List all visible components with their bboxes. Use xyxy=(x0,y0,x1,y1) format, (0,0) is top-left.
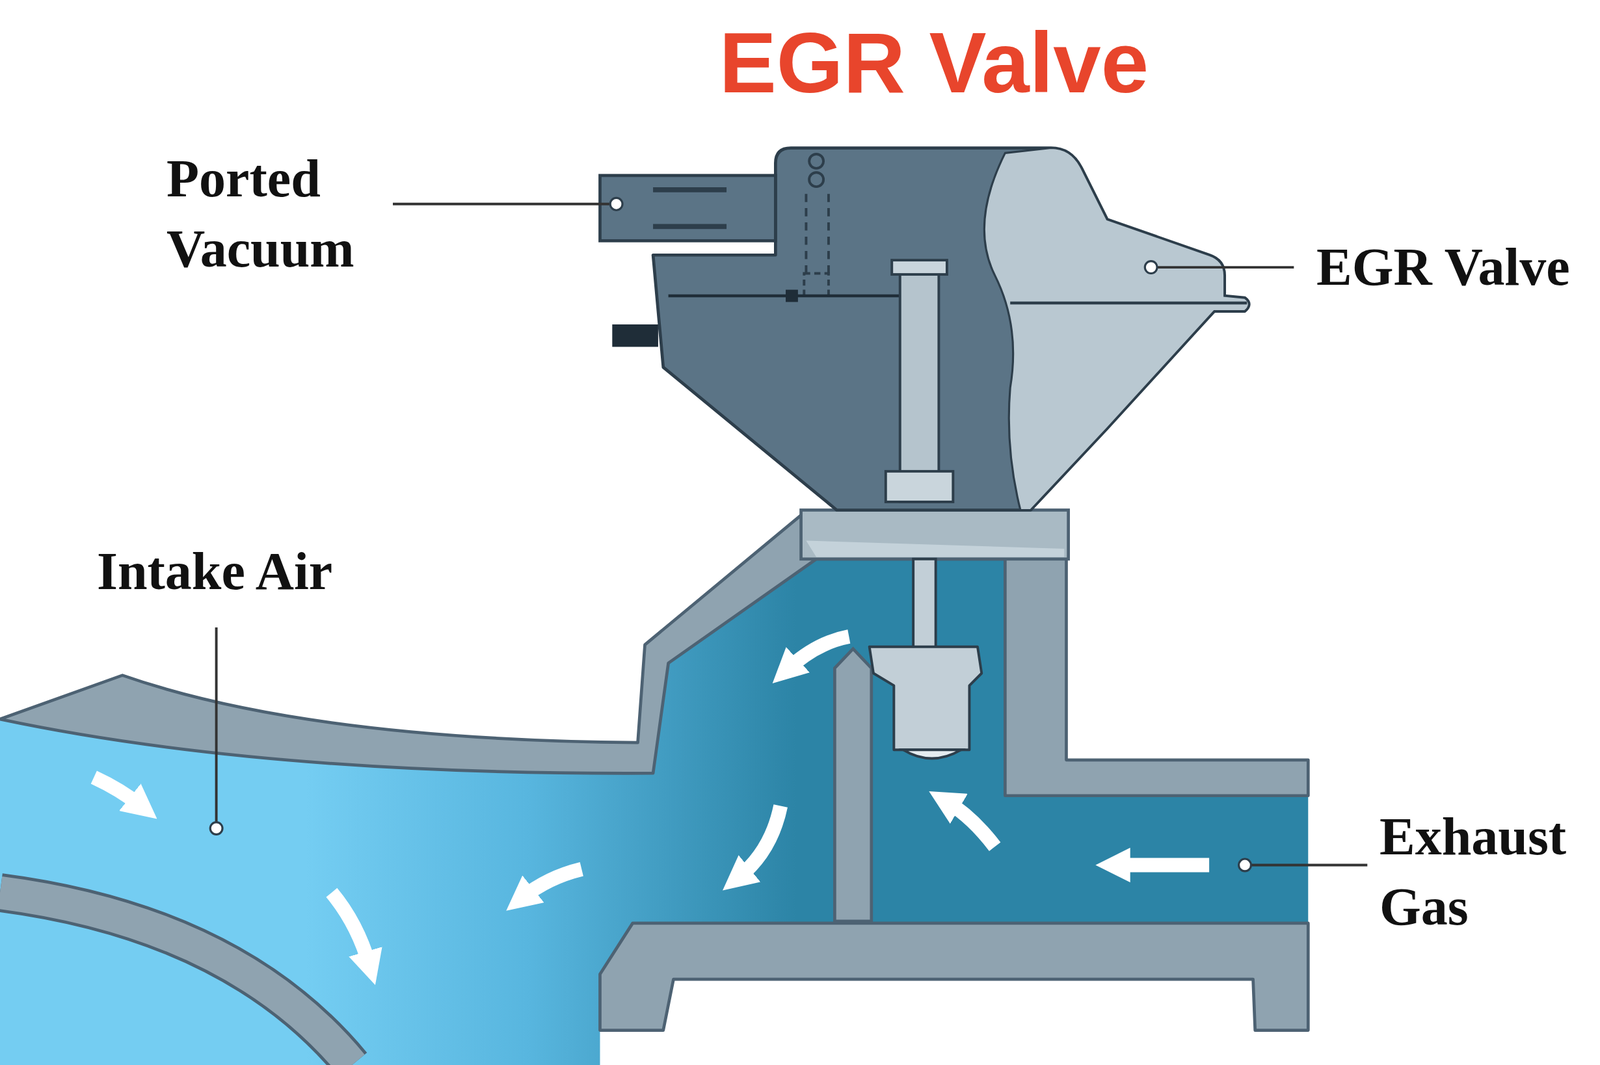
passage-ring xyxy=(809,172,824,187)
valve-stem xyxy=(913,559,936,650)
leader-dot xyxy=(210,822,223,836)
plate-bevel xyxy=(805,541,1065,558)
intake-lower-wall xyxy=(0,893,352,1065)
leader-dot xyxy=(1239,859,1252,872)
part-label: Ported Vacuum xyxy=(166,143,382,285)
passage-line xyxy=(804,193,808,274)
pipe-wall xyxy=(0,515,1308,796)
stem-collar xyxy=(885,471,954,503)
passage-box xyxy=(803,273,829,297)
divider-wall xyxy=(834,649,871,922)
flow-label: Intake Air xyxy=(96,536,333,607)
leader-dot xyxy=(610,197,623,211)
leader-line xyxy=(1157,266,1294,269)
flow-arrow xyxy=(738,805,781,878)
leader-line xyxy=(215,627,218,823)
diaphragm xyxy=(668,294,901,298)
intake-lower-wall xyxy=(0,893,352,1065)
floor-wall xyxy=(600,923,1309,1031)
leader-dot xyxy=(1144,261,1158,274)
flow-arrow xyxy=(787,636,849,670)
port-slot xyxy=(653,223,727,229)
port-slot xyxy=(653,187,727,193)
part-label: EGR Valve xyxy=(1316,232,1571,303)
valve-stem xyxy=(900,267,940,503)
flow-label: Exhaust Gas xyxy=(1379,801,1588,943)
passage-line xyxy=(827,193,830,274)
vacuum-port xyxy=(600,175,776,241)
mounting-plate xyxy=(801,509,1069,559)
flow-arrow xyxy=(93,777,141,807)
diagram-title: EGR Valve xyxy=(719,14,1149,112)
pintle xyxy=(869,647,983,750)
body-nub xyxy=(612,324,659,348)
diaphragm-pin xyxy=(785,290,799,303)
stem-cap xyxy=(891,260,947,275)
pintle-tip xyxy=(902,749,961,759)
flow-arrow xyxy=(522,869,582,899)
flow-arrow xyxy=(946,801,996,847)
flow-arrow xyxy=(1116,857,1210,873)
leader-line xyxy=(392,202,611,206)
passage-ring xyxy=(809,154,824,169)
leader-line xyxy=(1250,863,1368,867)
diaphragm-flange xyxy=(1010,301,1247,306)
gas-passage xyxy=(0,559,1308,1065)
flow-arrow xyxy=(331,893,370,966)
valve-cutaway xyxy=(984,148,1249,511)
